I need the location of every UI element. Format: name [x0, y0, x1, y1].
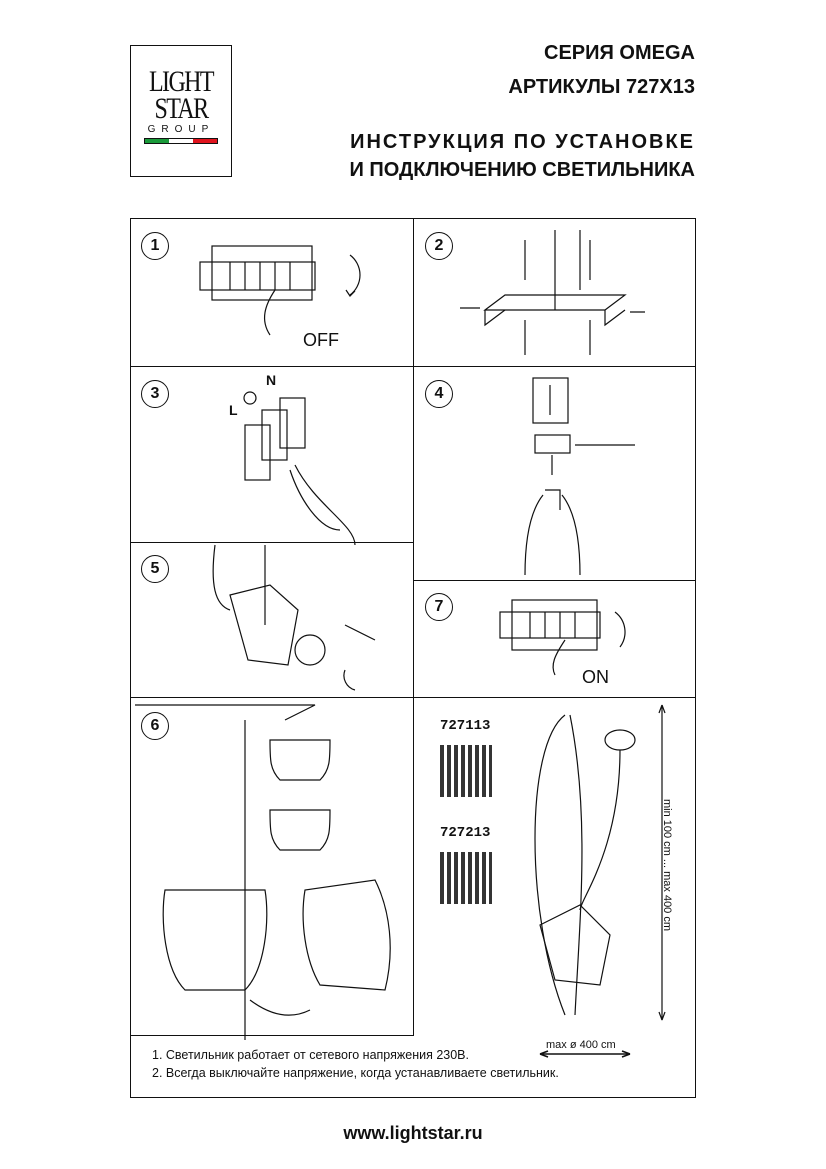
neutral-label: N	[266, 372, 277, 388]
breaker-on-illustration	[499, 599, 626, 676]
breaker-illustration	[199, 245, 361, 336]
logo-text: STAR	[154, 92, 209, 125]
articles-title: АРТИКУЛЫ 727X13	[508, 76, 695, 98]
lamp-bulb-illustration	[212, 544, 376, 691]
notes: 1. Светильник работает от сетевого напря…	[152, 1046, 559, 1082]
step-6-panel	[130, 697, 414, 1036]
step-number: 7	[425, 593, 453, 621]
step-number: 5	[141, 555, 169, 583]
step-7-panel	[413, 580, 696, 698]
canopy-illustration	[524, 377, 635, 576]
instruction-title-1: ИНСТРУКЦИЯ ПО УСТАНОВКЕ	[350, 131, 695, 153]
width-dimension: max ø 400 cm	[546, 1039, 616, 1051]
bracket-illustration	[460, 230, 645, 355]
lightstar-logo: LIGHT STAR GROUP	[130, 45, 232, 177]
live-label: L	[229, 402, 238, 418]
instruction-title-2: И ПОДКЛЮЧЕНИЮ СВЕТИЛЬНИКА	[349, 159, 695, 181]
step-number: 1	[141, 232, 169, 260]
dimension-drawing	[534, 704, 666, 1021]
step-number: 4	[425, 380, 453, 408]
logo-text: GROUP	[147, 124, 215, 135]
step-number: 2	[425, 232, 453, 260]
product-code: 727113	[440, 718, 491, 734]
note: 1. Светильник работает от сетевого напря…	[152, 1048, 469, 1062]
installation-illustration	[135, 704, 391, 1040]
terminal-block-illustration	[243, 391, 356, 546]
step-number: 6	[141, 712, 169, 740]
note: 2. Всегда выключайте напряжение, когда у…	[152, 1066, 559, 1080]
series-title: СЕРИЯ OMEGA	[544, 42, 695, 64]
logo-text: LIGHT	[149, 65, 215, 98]
product-code: 727213	[440, 825, 491, 841]
qr-code[interactable]	[440, 852, 492, 904]
on-label: ON	[582, 667, 609, 687]
max-width-arrow	[539, 1050, 631, 1058]
italian-flag	[144, 138, 218, 144]
height-dimension: min 100 cm ... max 400 cm	[661, 798, 673, 932]
qr-code[interactable]	[440, 745, 492, 797]
off-label: OFF	[303, 330, 339, 350]
website-link[interactable]: www.lightstar.ru	[343, 1123, 483, 1143]
step-number: 3	[141, 380, 169, 408]
